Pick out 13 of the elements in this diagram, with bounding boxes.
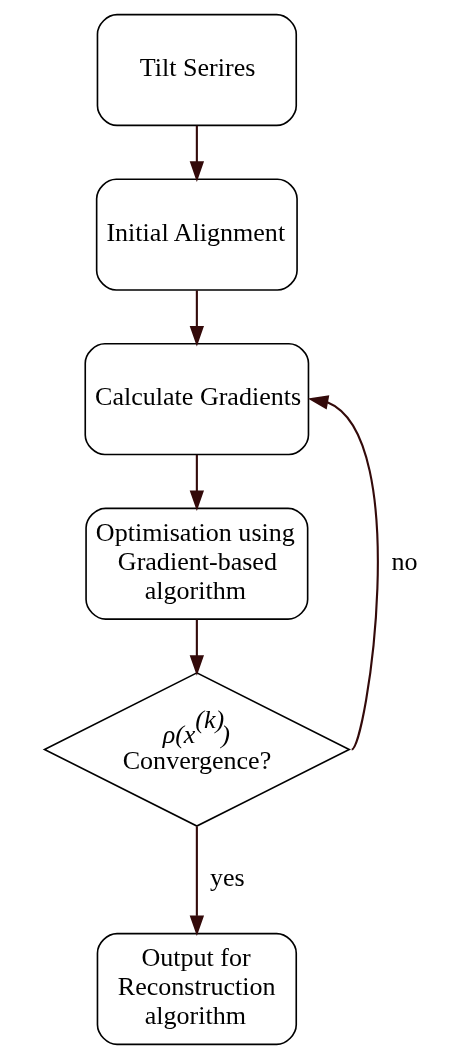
arrow (189, 290, 204, 347)
node-box: Calculate Gradients (83, 342, 309, 456)
arrow (189, 826, 204, 937)
arrow (189, 125, 204, 182)
node-box: Output for Reconstruction algorithm (96, 932, 297, 1046)
edge-label: no (391, 546, 418, 576)
arrow (307, 395, 379, 751)
arrow (189, 619, 204, 676)
node-box: Optimisation using Gradient-based algorithm (84, 507, 308, 620)
node-box: Tilt Serires (96, 13, 297, 127)
edge-label: yes (209, 863, 245, 892)
node-box: Initial Alignment (95, 178, 298, 291)
arrow (189, 454, 204, 511)
